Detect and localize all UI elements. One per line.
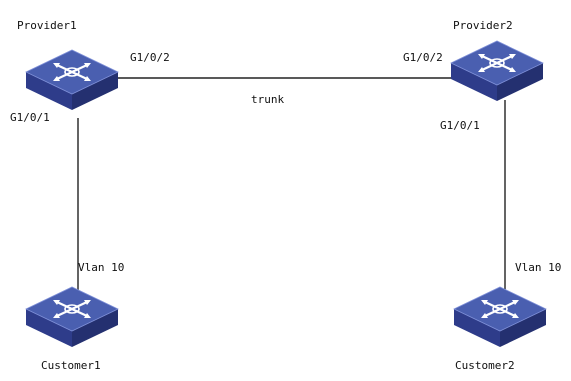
port-label-provider2-g102: G1/0/2: [403, 51, 443, 64]
link-label-trunk: trunk: [251, 93, 285, 106]
vlan-label-customer2: Vlan 10: [515, 261, 562, 274]
port-label-provider1-g102: G1/0/2: [130, 51, 170, 64]
port-label-provider2-g101: G1/0/1: [440, 119, 480, 132]
device-label-provider1: Provider1: [17, 19, 77, 32]
switch-icon-provider2: [447, 35, 547, 105]
switch-icon-customer1: [22, 281, 122, 351]
switch-icon-customer2: [450, 281, 550, 351]
port-label-provider1-g101: G1/0/1: [10, 111, 50, 124]
device-label-customer2: Customer2: [455, 359, 515, 372]
vlan-label-customer1: Vlan 10: [78, 261, 125, 274]
device-label-customer1: Customer1: [41, 359, 101, 372]
device-label-provider2: Provider2: [453, 19, 513, 32]
switch-icon-provider1: [22, 44, 122, 114]
